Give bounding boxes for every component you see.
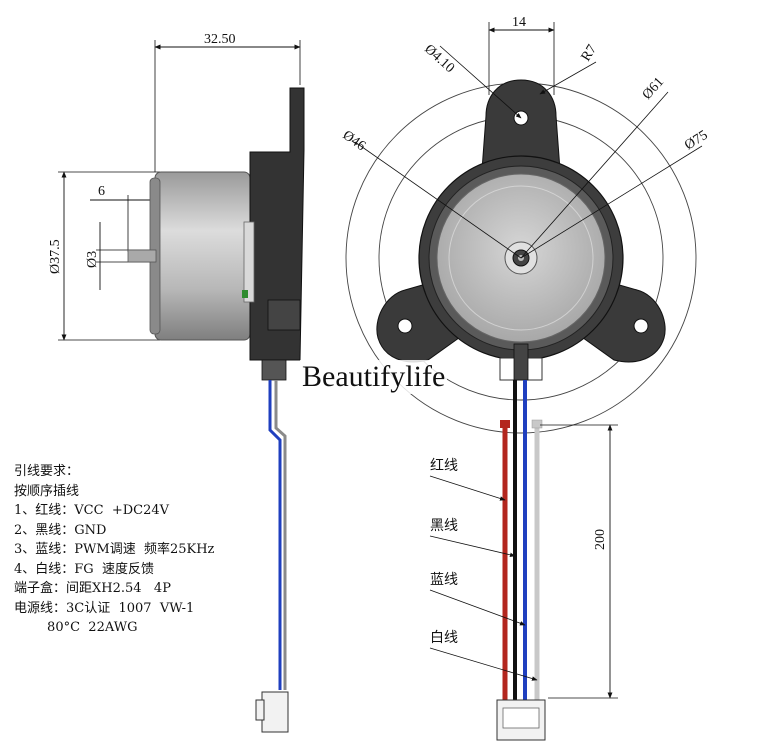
spec-cable: 电源线：3C认证 1007 VW-1 [14,600,195,616]
label-black-wire: 黑线 [430,518,458,534]
spec-terminal: 端子盒：间距XH2.54 4P [14,581,171,596]
dim-radius: R7 [579,42,600,64]
dim-shaft-length: 6 [98,184,105,199]
spec-order: 按顺序插线 [14,483,80,499]
spec-white: 4、白线：FG 速度反馈 [14,561,154,577]
dim-body-diameter: Ø37.5 [48,239,63,274]
label-white-wire: 白线 [430,630,458,646]
motor-can [154,171,251,341]
dim-lug-width: 14 [512,15,526,30]
mount-flange [249,87,305,361]
front-view: 14 Ø4.10 R7 Ø61 Ø46 Ø75 200 [340,15,711,741]
dim-shaft-diameter: Ø3 [85,251,100,268]
wiring-spec: 引线要求： 按顺序插线 1、红线：VCC +DC24V 2、黑线：GND 3、蓝… [14,462,214,638]
label-red-wire: 红线 [430,458,458,474]
dim-hole-diameter: Ø4.10 [421,42,457,76]
watermark: Beautifylife [300,360,448,394]
spec-cable-rating: 80°C 22AWG [14,620,138,635]
side-connector [261,691,289,733]
spec-blue: 3、蓝线：PWM调速 频率25KHz [14,542,215,557]
hole-right [633,318,649,334]
spec-red: 1、红线：VCC +DC24V [14,503,170,518]
dim-d46: Ø46 [340,128,368,154]
dim-lead-length: 200 [593,529,608,550]
side-view: 32.50 Ø37.5 6 Ø3 [48,32,305,733]
spec-heading: 引线要求： [14,464,80,479]
dim-d61: Ø61 [640,75,667,103]
dim-length: 32.50 [204,32,236,47]
spec-black: 2、黑线：GND [14,522,107,538]
hole-left [397,318,413,334]
label-blue-wire: 蓝线 [430,572,458,588]
motor-shaft [127,249,157,263]
